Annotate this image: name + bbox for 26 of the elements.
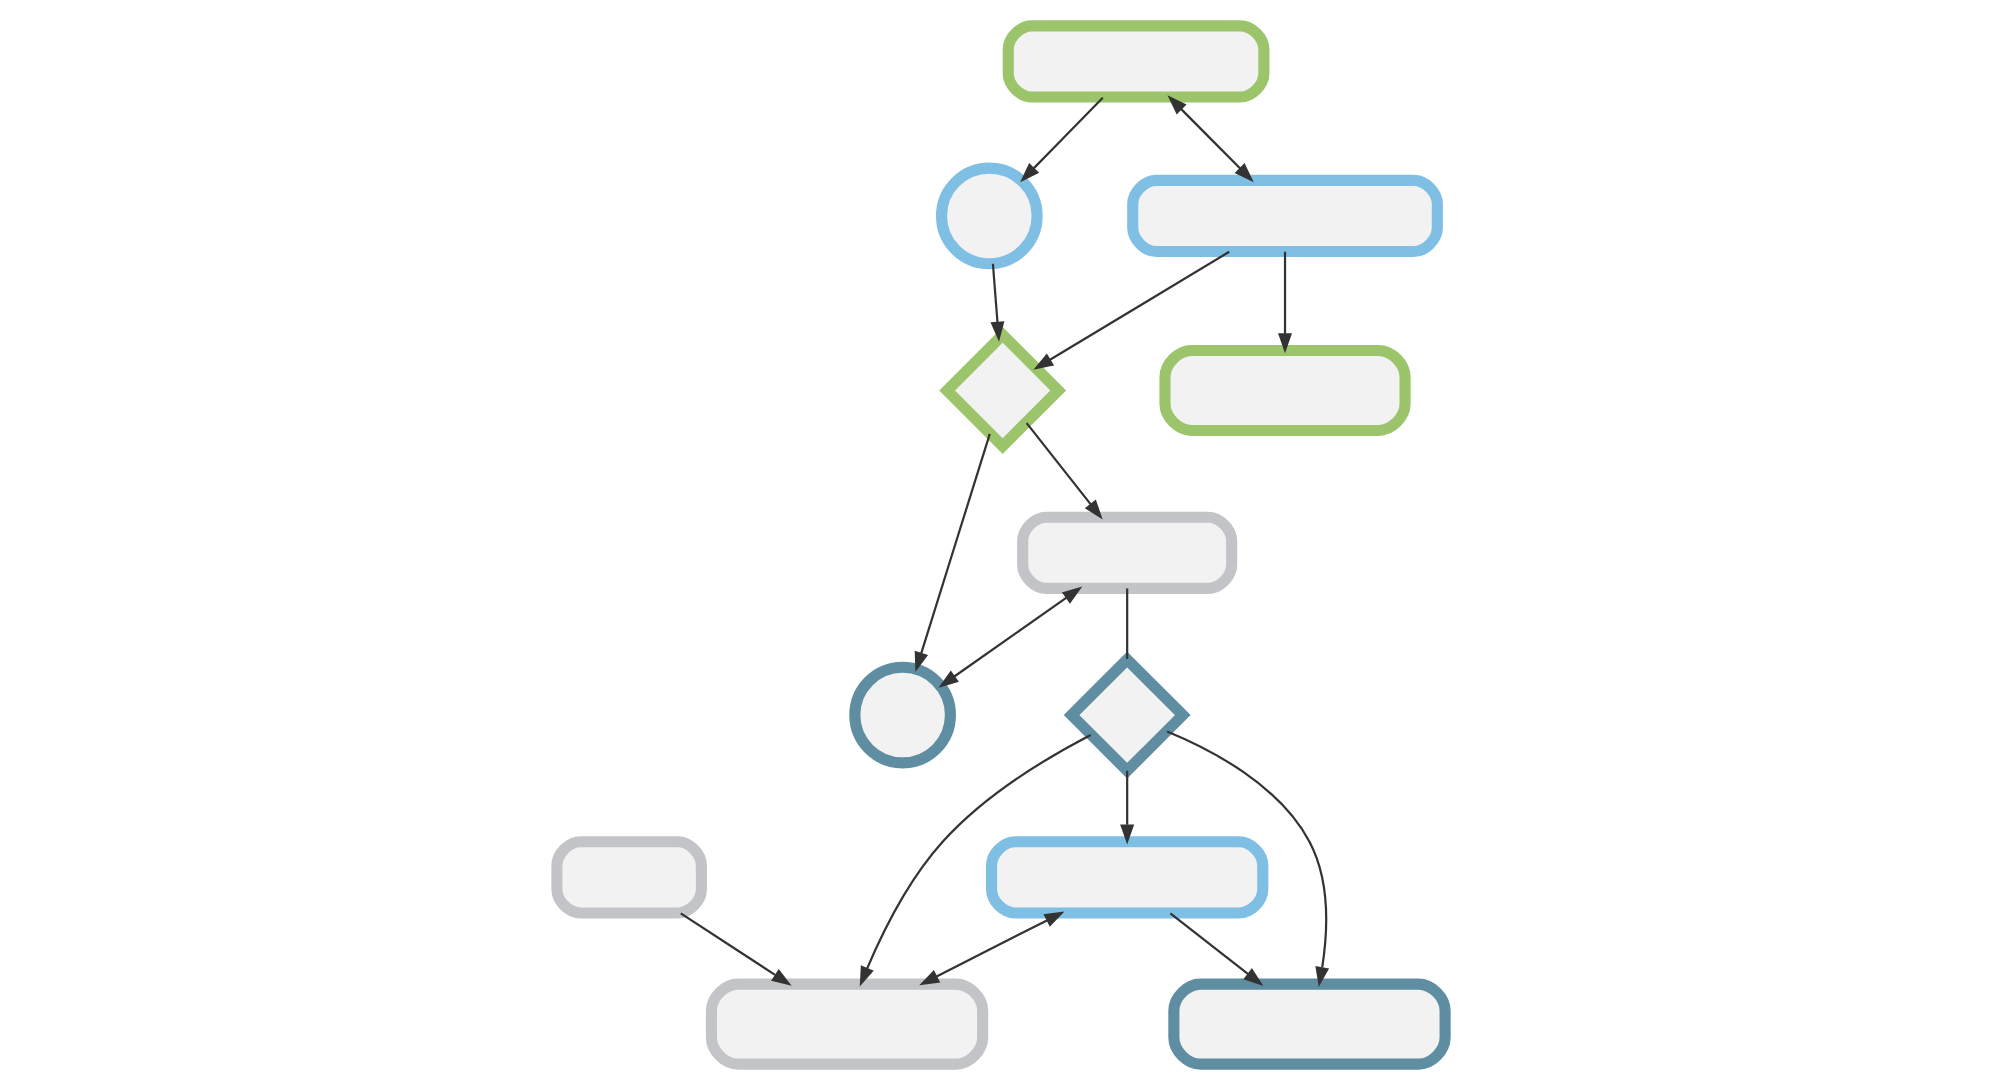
arrow (989, 263, 1004, 342)
arrow (679, 912, 791, 986)
node-circle (848, 661, 955, 769)
arrow (937, 586, 1082, 688)
arrow (1166, 95, 1253, 183)
node-box (704, 978, 988, 1070)
node-box (1167, 978, 1450, 1070)
node-box (985, 836, 1268, 919)
node-box (1126, 174, 1442, 258)
arrow (1032, 250, 1229, 370)
node-diamond (938, 327, 1066, 454)
arrow (1019, 96, 1103, 183)
arrow (918, 911, 1064, 986)
arrow (1168, 912, 1263, 986)
arrow (1277, 251, 1292, 354)
connector (1125, 588, 1128, 659)
arrow (1165, 730, 1329, 987)
arrow (1024, 422, 1102, 520)
node-diamond (1062, 651, 1190, 779)
arrow (1119, 770, 1134, 845)
node-box (1016, 511, 1237, 594)
arrow (858, 733, 1091, 987)
arrow (913, 433, 990, 672)
node-box (550, 836, 706, 919)
node-box (1001, 20, 1269, 103)
node-box (1158, 344, 1410, 437)
